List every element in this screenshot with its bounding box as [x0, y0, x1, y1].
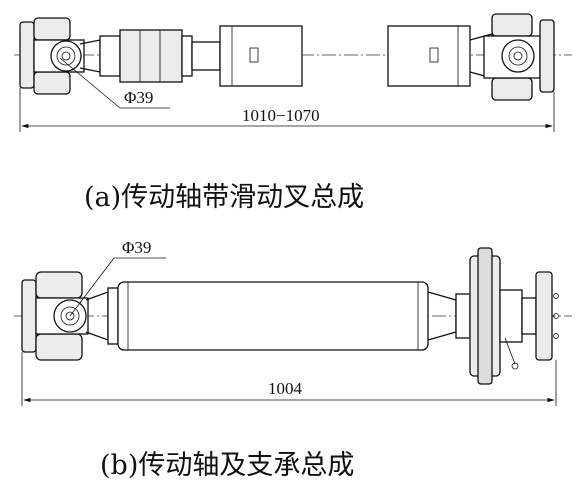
diameter-callout-b: Φ39 — [69, 238, 166, 317]
length-label-b: 1004 — [268, 379, 303, 398]
right-universal-joint-a — [483, 13, 555, 101]
length-dimension-a: 1010−1070 — [19, 88, 555, 132]
left-universal-joint-b — [21, 271, 109, 361]
length-label-a: 1010−1070 — [242, 106, 320, 125]
left-universal-joint-a — [19, 17, 101, 95]
tube-right-a — [387, 25, 493, 87]
diameter-label-b: Φ39 — [122, 238, 151, 257]
diameter-label-a: Φ39 — [124, 88, 153, 107]
caption-a: (a)传动轴带滑动叉总成 — [84, 182, 364, 213]
tube-left-a — [219, 25, 303, 87]
figure-a-drawing: Φ39 1010−1070 — [14, 13, 572, 132]
length-dimension-b: 1004 — [21, 352, 557, 406]
output-flange-b — [521, 271, 559, 361]
slip-shaft-a — [99, 29, 221, 83]
diameter-callout-a: Φ39 — [59, 57, 170, 109]
caption-b: (b)传动轴及支承总成 — [100, 450, 354, 481]
figure-b-drawing: Φ39 1004 — [14, 238, 572, 406]
center-bearing-b — [455, 247, 523, 385]
main-tube-b — [107, 281, 457, 351]
